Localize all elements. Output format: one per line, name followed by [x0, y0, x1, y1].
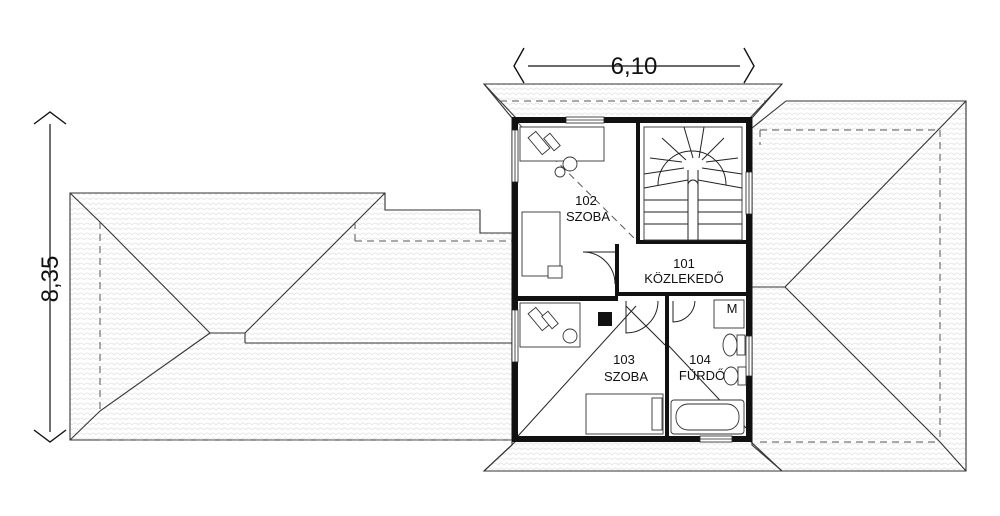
furniture-room-103	[519, 302, 664, 435]
room-label-104: 104 FÜRDŐ	[679, 352, 725, 383]
room-name: FÜRDŐ	[679, 368, 725, 383]
roof-left-wing	[69, 192, 513, 441]
doors	[582, 251, 696, 334]
width-dimension-label: 6,10	[611, 53, 658, 80]
furniture-room-104	[670, 299, 747, 435]
room-name: SZOBA	[566, 209, 610, 224]
room-label-102: 102 SZOBA	[566, 193, 610, 224]
room-number: 103	[613, 352, 635, 367]
depth-dimension-label: 8,35	[37, 256, 64, 303]
room-label-103: 103 SZOBA	[604, 352, 648, 384]
room-number: 102	[575, 193, 597, 208]
chimney-block	[598, 312, 612, 326]
windows	[511, 116, 753, 443]
room-name: KÖZLEKEDŐ	[644, 271, 723, 286]
room-name: SZOBA	[604, 369, 648, 384]
roof-right-wing	[751, 100, 967, 472]
dimension-depth: 8,35	[33, 111, 67, 443]
washing-machine-symbol: M	[727, 301, 738, 316]
dimension-width: 6,10	[513, 47, 755, 84]
room-number: 104	[689, 352, 711, 367]
room-label-101: 101 KÖZLEKEDŐ	[644, 256, 723, 286]
room-number: 101	[673, 256, 695, 271]
furniture-room-102	[519, 126, 605, 279]
walls	[512, 117, 752, 442]
staircase	[643, 126, 743, 241]
